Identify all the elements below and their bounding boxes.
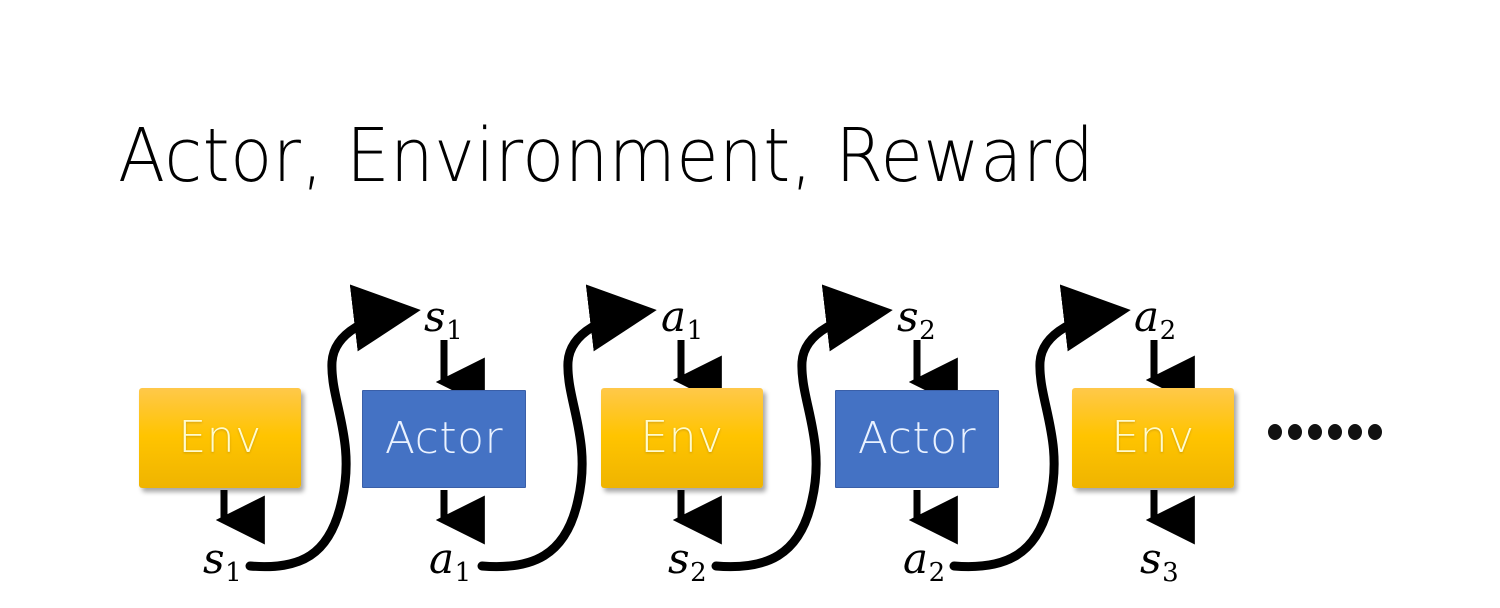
label-bottom-action-2-subscript: 2 — [928, 557, 946, 588]
ellipsis-dot-group-2 — [1328, 424, 1382, 440]
ellipsis-dot — [1368, 424, 1382, 440]
label-top-action-1: a1 — [661, 296, 704, 346]
node-env-3[interactable]: Env — [1072, 388, 1234, 488]
node-actor-2-label: Actor — [857, 413, 977, 464]
page-title: Actor, Environment, Reward — [118, 113, 1095, 199]
ellipsis-dot — [1268, 424, 1282, 440]
ellipsis-continuation — [1268, 424, 1382, 440]
ellipsis-dot — [1328, 424, 1342, 440]
label-top-state-2-symbol: s — [897, 292, 919, 341]
label-bottom-action-1: a1 — [429, 538, 472, 588]
label-bottom-state-3-symbol: s — [1140, 534, 1162, 583]
label-bottom-state-3-subscript: 3 — [1162, 557, 1179, 588]
label-bottom-state-2: s2 — [668, 538, 707, 588]
label-bottom-action-2-symbol: a — [903, 534, 929, 583]
label-bottom-action-1-symbol: a — [429, 534, 455, 583]
label-top-action-1-symbol: a — [661, 292, 687, 341]
label-top-state-1-subscript: 1 — [446, 315, 463, 346]
node-env-2[interactable]: Env — [601, 388, 763, 488]
node-env-1[interactable]: Env — [139, 388, 301, 488]
label-bottom-state-1: s1 — [203, 538, 242, 588]
label-top-action-2-symbol: a — [1134, 292, 1160, 341]
label-bottom-state-2-symbol: s — [668, 534, 690, 583]
node-actor-1-label: Actor — [384, 413, 504, 464]
label-bottom-action-1-subscript: 1 — [454, 557, 472, 588]
label-bottom-state-2-subscript: 2 — [690, 557, 707, 588]
label-bottom-action-2: a2 — [903, 538, 946, 588]
ellipsis-dot — [1348, 424, 1362, 440]
label-top-state-1-symbol: s — [424, 292, 446, 341]
label-top-state-2-subscript: 2 — [919, 315, 936, 346]
node-actor-1[interactable]: Actor — [362, 390, 526, 488]
node-env-1-label: Env — [178, 412, 262, 463]
label-bottom-state-3: s3 — [1140, 538, 1179, 588]
label-top-action-1-subscript: 1 — [686, 315, 704, 346]
label-top-state-2: s2 — [897, 296, 936, 346]
node-env-2-label: Env — [640, 412, 724, 463]
ellipsis-dot — [1308, 424, 1322, 440]
ellipsis-dot — [1288, 424, 1302, 440]
node-actor-2[interactable]: Actor — [835, 390, 999, 488]
ellipsis-dot-group-1 — [1268, 424, 1322, 440]
label-top-state-1: s1 — [424, 296, 463, 346]
label-top-action-2-subscript: 2 — [1159, 315, 1177, 346]
node-env-3-label: Env — [1111, 412, 1195, 463]
label-bottom-state-1-subscript: 1 — [225, 557, 242, 588]
label-bottom-state-1-symbol: s — [203, 534, 225, 583]
label-top-action-2: a2 — [1134, 296, 1177, 346]
